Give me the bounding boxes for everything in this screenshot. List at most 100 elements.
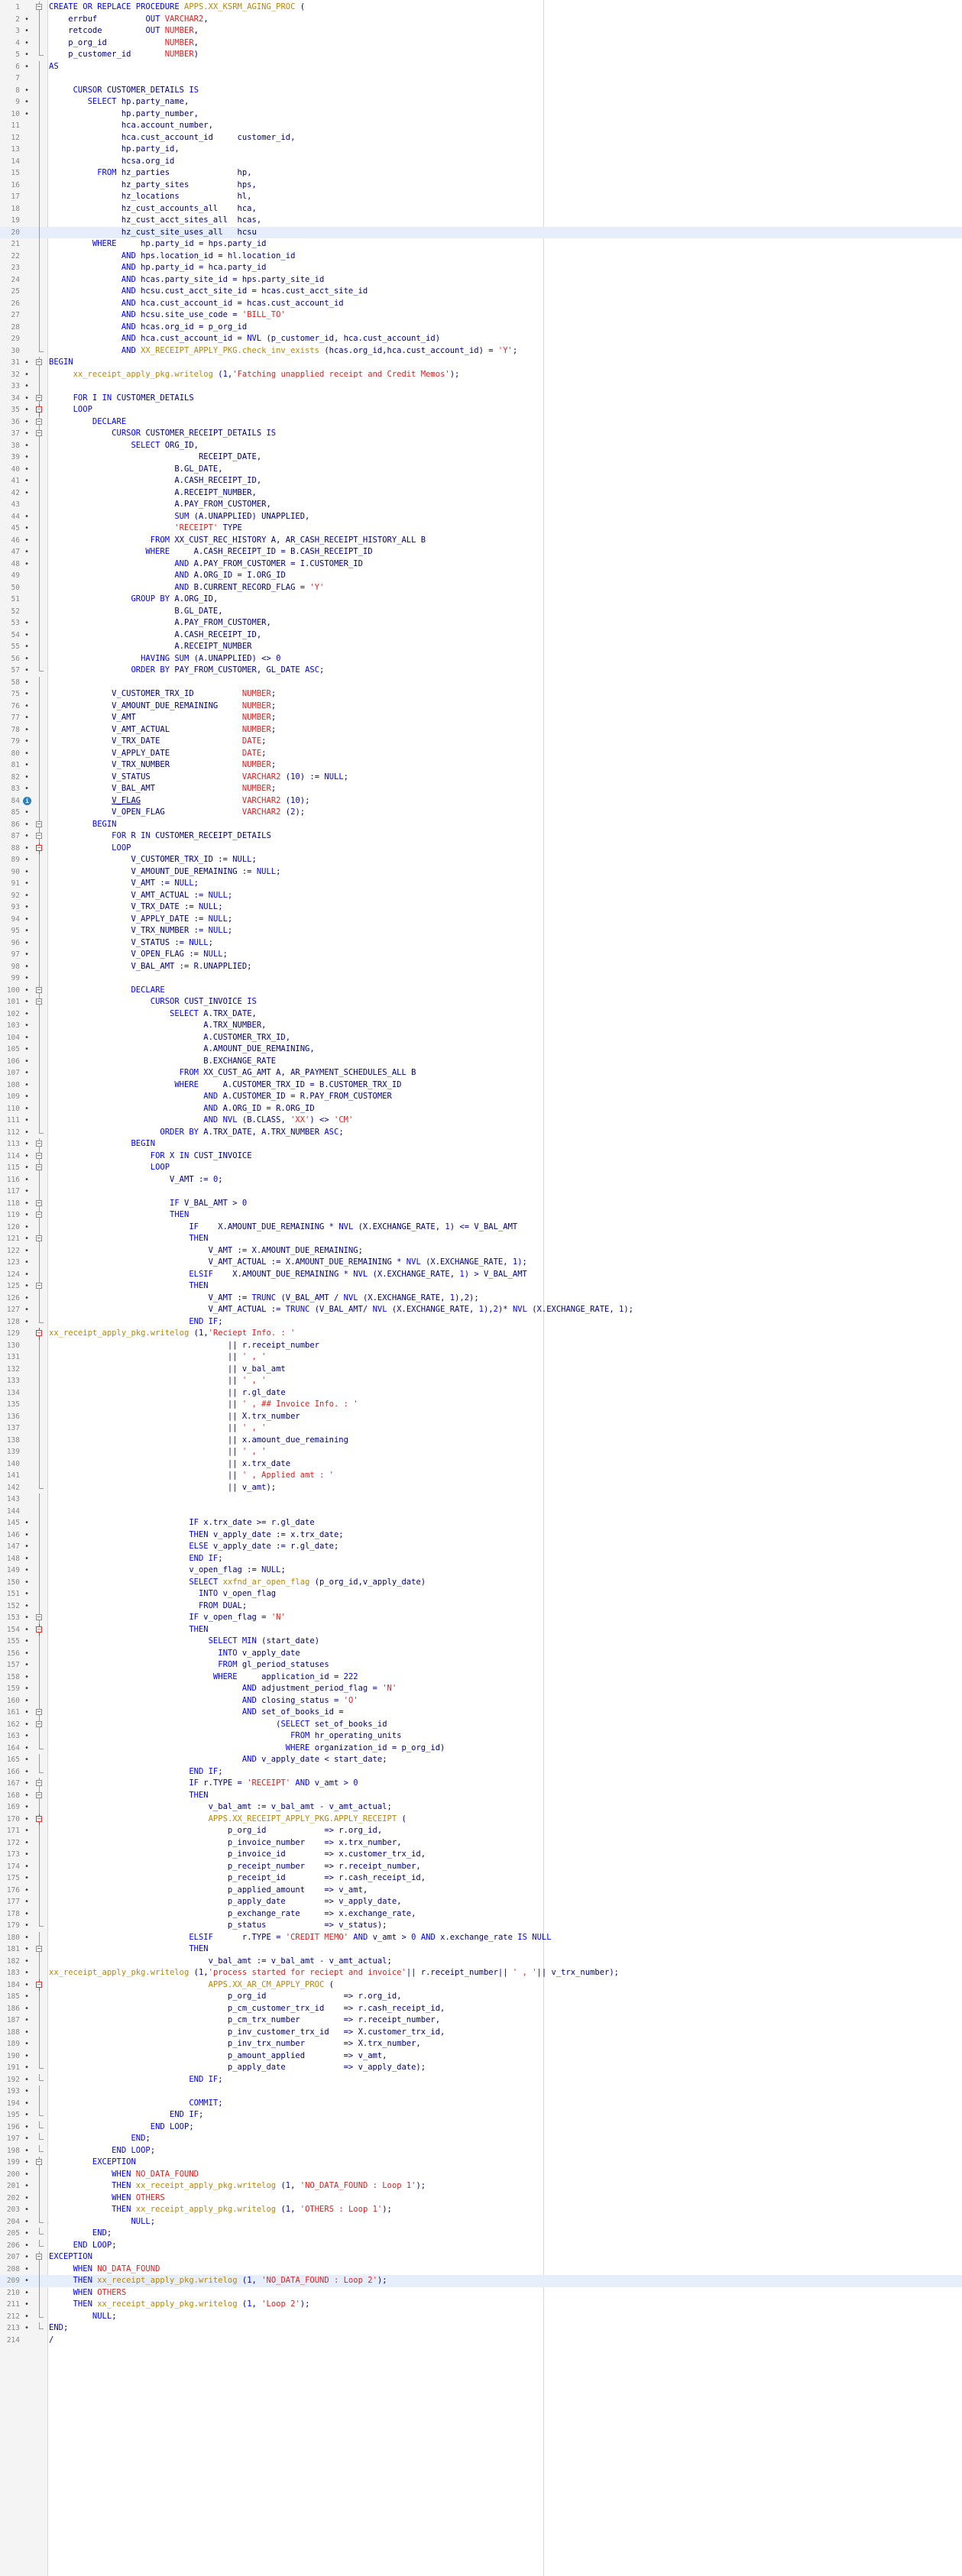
code-line[interactable]: 14 hcsa.org_id — [0, 155, 962, 167]
code-line[interactable]: 171• p_org_id => r.org_id, — [0, 1825, 962, 1837]
fold-collapse-icon[interactable]: − — [34, 2251, 46, 2264]
code-line[interactable]: 185• p_org_id => r.org_id, — [0, 1991, 962, 2003]
code-line[interactable]: 214/ — [0, 2335, 962, 2347]
code-line[interactable]: 29 AND hca.cust_account_id = NVL (p_cust… — [0, 333, 962, 345]
code-line[interactable]: 55• A.RECEIPT_NUMBER — [0, 641, 962, 653]
code-line[interactable]: 21 WHERE hp.party_id = hps.party_id — [0, 238, 962, 251]
code-line[interactable]: 161•− AND set_of_books_id = — [0, 1707, 962, 1719]
code-line[interactable]: 58• — [0, 676, 962, 688]
fold-collapse-icon[interactable]: − — [34, 842, 46, 854]
code-line[interactable]: 42• A.RECEIPT_NUMBER, — [0, 487, 962, 499]
code-line[interactable]: 115•− LOOP — [0, 1162, 962, 1174]
code-line[interactable]: 119•− THEN — [0, 1209, 962, 1222]
code-line[interactable]: 79• V_TRX_DATE DATE; — [0, 736, 962, 748]
code-line[interactable]: 203• THEN xx_receipt_apply_pkg.writelog … — [0, 2204, 962, 2216]
code-line[interactable]: 134 || r.gl_date — [0, 1387, 962, 1399]
code-line[interactable]: 197• END; — [0, 2133, 962, 2145]
fold-collapse-icon[interactable]: − — [34, 1813, 46, 1825]
fold-collapse-icon[interactable]: − — [34, 984, 46, 996]
code-line[interactable]: 156• INTO v_apply_date — [0, 1647, 962, 1659]
code-line[interactable]: 198• END LOOP; — [0, 2144, 962, 2157]
code-line[interactable]: 6•AS — [0, 60, 962, 73]
code-line[interactable]: 160• AND closing_status = 'O' — [0, 1694, 962, 1707]
code-line[interactable]: 143 — [0, 1493, 962, 1506]
code-line[interactable]: 97• V_OPEN_FLAG := NULL; — [0, 949, 962, 961]
fold-collapse-icon[interactable]: − — [34, 1197, 46, 1209]
code-line[interactable]: 157• FROM gl_period_statuses — [0, 1659, 962, 1671]
code-line[interactable]: 53• A.PAY_FROM_CUSTOMER, — [0, 617, 962, 629]
code-line[interactable]: 118•− IF V_BAL_AMT > 0 — [0, 1197, 962, 1209]
code-line[interactable]: 8• CURSOR CUSTOMER_DETAILS IS — [0, 84, 962, 96]
fold-collapse-icon[interactable]: − — [34, 1138, 46, 1150]
code-line[interactable]: 179• p_status => v_status); — [0, 1920, 962, 1932]
code-line[interactable]: 196• END LOOP; — [0, 2121, 962, 2134]
fold-collapse-icon[interactable]: − — [34, 818, 46, 830]
code-line[interactable]: 103• A.TRX_NUMBER, — [0, 1020, 962, 1032]
code-line[interactable]: 76• V_AMOUNT_DUE_REMAINING NUMBER; — [0, 700, 962, 712]
code-line[interactable]: 99• — [0, 972, 962, 985]
code-line[interactable]: 108• WHERE A.CUSTOMER_TRX_ID = B.CUSTOME… — [0, 1079, 962, 1091]
code-line[interactable]: 162•− (SELECT set_of_books_id — [0, 1718, 962, 1730]
code-line[interactable]: 35•− LOOP — [0, 404, 962, 416]
code-line[interactable]: 16 hz_party_sites hps, — [0, 179, 962, 191]
code-line[interactable]: 181•− THEN — [0, 1943, 962, 1956]
code-line[interactable]: 20 hz_cust_site_uses_all hcsu — [0, 226, 962, 238]
code-line[interactable]: 177• p_apply_date => v_apply_date, — [0, 1896, 962, 1908]
code-line[interactable]: 81• V_TRX_NUMBER NUMBER; — [0, 759, 962, 772]
code-line[interactable]: 26 AND hca.cust_account_id = hcas.cust_a… — [0, 297, 962, 309]
fold-collapse-icon[interactable]: − — [34, 428, 46, 440]
code-line[interactable]: 166• END IF; — [0, 1765, 962, 1778]
fold-collapse-icon[interactable]: − — [34, 1209, 46, 1222]
code-line[interactable]: 87•− FOR R IN CUSTOMER_RECEIPT_DETAILS — [0, 830, 962, 843]
code-line[interactable]: 110• AND A.ORG_ID = R.ORG_ID — [0, 1102, 962, 1115]
code-line[interactable]: 212• NULL; — [0, 2310, 962, 2323]
code-line[interactable]: 57• ORDER BY PAY_FROM_CUSTOMER, GL_DATE … — [0, 665, 962, 677]
fold-collapse-icon[interactable]: − — [34, 392, 46, 404]
code-line[interactable]: 24 AND hcas.party_site_id = hps.party_si… — [0, 273, 962, 286]
code-line[interactable]: 210• WHEN OTHERS — [0, 2286, 962, 2299]
code-line[interactable]: 146• THEN v_apply_date := x.trx_date; — [0, 1529, 962, 1541]
code-line[interactable]: 109• AND A.CUSTOMER_ID = R.PAY_FROM_CUST… — [0, 1091, 962, 1103]
code-line[interactable]: 169• v_bal_amt := v_bal_amt - v_amt_actu… — [0, 1801, 962, 1814]
code-line[interactable]: 54• A.CASH_RECEIPT_ID, — [0, 629, 962, 641]
code-line[interactable]: 19 hz_cust_acct_sites_all hcas, — [0, 215, 962, 227]
code-line[interactable]: 45• 'RECEIPT' TYPE — [0, 523, 962, 535]
fold-collapse-icon[interactable]: − — [34, 1233, 46, 1245]
code-line[interactable]: 208• WHEN NO_DATA_FOUND — [0, 2263, 962, 2275]
code-line[interactable]: 195• END IF; — [0, 2109, 962, 2121]
code-line[interactable]: 95• V_TRX_NUMBER := NULL; — [0, 925, 962, 937]
code-line[interactable]: 83• V_BAL_AMT NUMBER; — [0, 783, 962, 795]
code-line[interactable]: 23 AND hp.party_id = hca.party_id — [0, 262, 962, 274]
code-line[interactable]: 101•− CURSOR CUST_INVOICE IS — [0, 996, 962, 1008]
code-line[interactable]: 12 hca.cust_account_id customer_id, — [0, 131, 962, 144]
code-line[interactable]: 158• WHERE application_id = 222 — [0, 1671, 962, 1683]
code-line[interactable]: 206• END LOOP; — [0, 2239, 962, 2252]
code-line[interactable]: 105• A.AMOUNT_DUE_REMAINING, — [0, 1044, 962, 1056]
fold-collapse-icon[interactable]: − — [34, 416, 46, 428]
fold-collapse-icon[interactable]: − — [34, 1778, 46, 1790]
code-line[interactable]: 39• RECEIPT_DATE, — [0, 451, 962, 464]
code-line[interactable]: 200• WHEN NO_DATA_FOUND — [0, 2168, 962, 2180]
code-line[interactable]: 140 || x.trx_date — [0, 1458, 962, 1470]
code-line[interactable]: 89• V_CUSTOMER_TRX_ID := NULL; — [0, 854, 962, 866]
code-line[interactable]: 139 || ' , ' — [0, 1446, 962, 1458]
code-line[interactable]: 13 hp.party_id, — [0, 144, 962, 156]
code-line[interactable]: 167•− IF r.TYPE = 'RECEIPT' AND v_amt > … — [0, 1778, 962, 1790]
code-line[interactable]: 149• v_open_flag := NULL; — [0, 1565, 962, 1577]
fold-collapse-icon[interactable]: − — [34, 1150, 46, 1162]
fold-collapse-icon[interactable]: − — [34, 1789, 46, 1801]
fold-collapse-icon[interactable]: − — [34, 1328, 46, 1340]
code-line[interactable]: 211• THEN xx_receipt_apply_pkg.writelog … — [0, 2299, 962, 2311]
code-line[interactable]: 51 GROUP BY A.ORG_ID, — [0, 594, 962, 606]
code-line[interactable]: 178• p_exchange_rate => x.exchange_rate, — [0, 1908, 962, 1920]
code-line[interactable]: 132 || v_bal_amt — [0, 1363, 962, 1375]
code-line[interactable]: 36•− DECLARE — [0, 416, 962, 428]
code-line[interactable]: 122• V_AMT := X.AMOUNT_DUE_REMAINING; — [0, 1244, 962, 1257]
code-line[interactable]: 190• p_amount_applied => v_amt, — [0, 2050, 962, 2062]
code-line[interactable]: 98• V_BAL_AMT := R.UNAPPLIED; — [0, 960, 962, 972]
code-line[interactable]: 111• AND NVL (B.CLASS, 'XX') <> 'CM' — [0, 1115, 962, 1127]
code-line[interactable]: 90• V_AMOUNT_DUE_REMAINING := NULL; — [0, 866, 962, 878]
code-line[interactable]: 18 hz_cust_accounts_all hca, — [0, 202, 962, 215]
